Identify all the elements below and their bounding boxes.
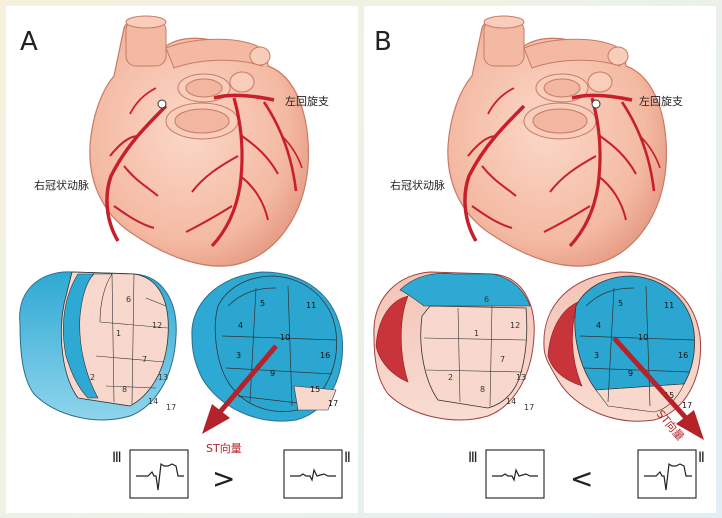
segment-label: 12 [152,321,162,330]
comparison-symbol: < [570,462,593,495]
segment-label: 8 [122,385,127,394]
segment-label: 6 [484,295,489,304]
panel-letter: A [20,27,38,57]
segment-label: 3 [236,351,241,360]
panel-a: A 左回旋支 右冠状动脉 [6,6,358,513]
segment-label: 11 [664,301,674,310]
comparison-symbol: > [212,462,235,495]
segment-label: 12 [510,321,520,330]
segment-label: 13 [516,373,526,382]
heart-illustration [447,15,667,267]
heart-illustration [89,15,309,267]
st-vector-arrow [612,336,704,440]
segment-label: 6 [126,295,131,304]
occlusion-marker [157,99,167,109]
segment-label: 16 [320,351,330,360]
lead-ii-waveform [644,462,692,491]
st-vector-arrow [202,344,278,434]
segment-label: 1 [474,329,479,338]
lead-iii-waveform [136,462,184,491]
right-coronary-label: 右冠状动脉 [390,178,445,192]
segment-label: 13 [158,373,168,382]
segment-label: 16 [678,351,688,360]
segment-label: 17 [166,403,176,412]
panel-letter: B [374,27,392,57]
panel-a-canvas: A 左回旋支 右冠状动脉 [19,15,351,499]
segment-label: 2 [90,373,95,382]
segment-label: 7 [142,355,147,364]
segment-label: 2 [448,373,453,382]
segment-label: 5 [260,299,265,308]
lead-iii-ecg-box [129,449,189,499]
lead-ii-ecg-box [637,449,697,499]
lead-iii-waveform [492,468,538,482]
lead-iii-label: Ⅲ [112,450,122,466]
bullseye-right: 5 11 4 10 3 9 16 15 17 [191,271,344,422]
segment-label: 14 [148,397,158,406]
segment-label: 5 [618,299,623,308]
segment-label: 11 [306,301,316,310]
bullseye-left: 6 12 1 7 2 8 13 14 17 [19,271,177,421]
segment-label: 4 [596,321,601,330]
segment-label: 9 [270,369,275,378]
segment-label: 7 [500,355,505,364]
segment-label: 8 [480,385,485,394]
segment-label: 3 [594,351,599,360]
bullseye-left: 6 12 1 7 2 8 13 14 17 [373,271,535,421]
segment-label: 17 [524,403,534,412]
segment-label: 17 [328,399,338,408]
segment-label: 15 [310,385,320,394]
st-vector-label: ST向量 [206,441,242,455]
panel-b: B 左回旋支 右冠状动脉 6 12 1 [364,6,716,513]
left-circumflex-label: 左回旋支 [285,94,329,108]
left-circumflex-label: 左回旋支 [639,94,683,108]
segment-label: 14 [506,397,516,406]
lead-ii-label: Ⅱ [698,450,705,466]
panel-b-canvas: B 左回旋支 右冠状动脉 6 12 1 [373,15,705,499]
lead-ii-label: Ⅱ [344,450,351,466]
segment-label: 10 [280,333,290,342]
segment-label: 9 [628,369,633,378]
segment-label: 1 [116,329,121,338]
segment-label: 10 [638,333,648,342]
right-coronary-label: 右冠状动脉 [34,178,89,192]
occlusion-marker [591,99,601,109]
lead-iii-label: Ⅲ [468,450,478,466]
segment-label: 4 [238,321,243,330]
lead-ii-waveform [290,468,336,482]
segment-label: 17 [682,401,692,410]
